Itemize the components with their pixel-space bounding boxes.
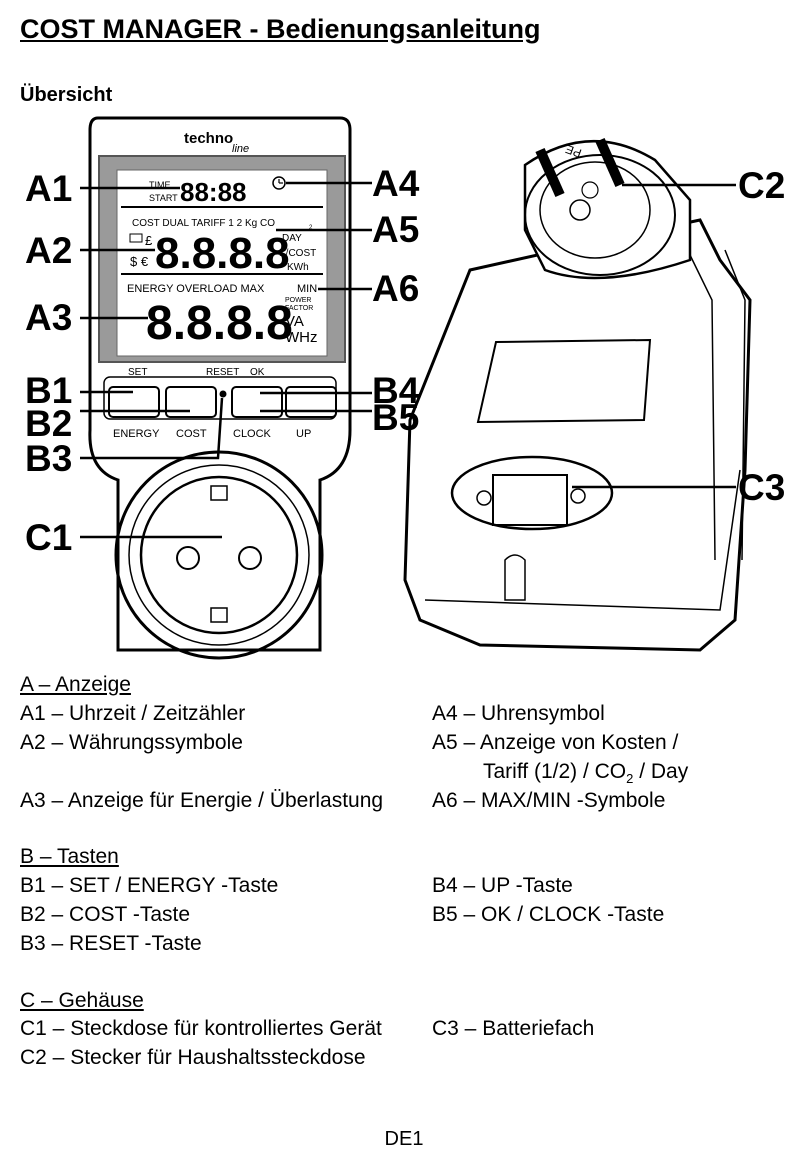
legend-a6: A6 – MAX/MIN -Symbole — [432, 789, 666, 812]
svg-text:TIME: TIME — [149, 180, 171, 190]
callout-b2: B2 — [25, 403, 72, 444]
legend-b2: B2 – COST -Taste — [20, 903, 191, 926]
svg-text:UP: UP — [296, 428, 311, 440]
callout-a5: A5 — [372, 209, 419, 250]
svg-text:SET: SET — [128, 367, 147, 378]
banknote-icon — [129, 233, 143, 243]
plug-pe-mark: PE — [564, 142, 584, 161]
brand-script: line — [232, 143, 249, 155]
front-view-labels: techno line TIME START 88:88 COST DUAL T… — [113, 130, 318, 440]
svg-text:MIN: MIN — [297, 283, 317, 295]
callout-b4: B4 — [372, 370, 420, 411]
callout-b1: B1 — [25, 370, 72, 411]
section-b-heading: B – Tasten — [20, 845, 119, 868]
set-energy-button — [108, 386, 160, 418]
overview-heading: Übersicht — [20, 84, 113, 106]
brand-logo: techno — [184, 130, 233, 147]
legend-a4: A4 – Uhrensymbol — [432, 702, 605, 725]
legend-c3: C3 – Batteriefach — [432, 1017, 595, 1040]
callout-a3: A3 — [25, 297, 72, 338]
page-number: DE1 — [384, 1128, 424, 1150]
legend-b4: B4 – UP -Taste — [432, 874, 573, 897]
callout-a4: A4 — [372, 163, 420, 204]
svg-text:POWER: POWER — [285, 297, 311, 304]
callout-labels: A1 A2 A3 A4 A5 A6 B1 B2 B3 B4 B5 C1 C2 C… — [25, 163, 785, 558]
legend-a2: A2 – Währungssymbole — [20, 731, 243, 754]
svg-text:WHz: WHz — [285, 329, 318, 346]
callout-a6: A6 — [372, 268, 419, 309]
plug — [523, 137, 692, 280]
lcd-cost-digits: 8.8.8.8 — [155, 229, 290, 278]
legend-a5: A5 – Anzeige von Kosten / — [432, 731, 679, 754]
svg-text:RESET: RESET — [206, 367, 239, 378]
svg-text:OK: OK — [250, 367, 265, 378]
legend-a5-cont: Tariff (1/2) / CO2 / Day — [483, 760, 689, 787]
callout-a2: A2 — [25, 230, 72, 271]
svg-text:CLOCK: CLOCK — [233, 428, 272, 440]
reset-button — [219, 390, 227, 398]
legend-b5: B5 – OK / CLOCK -Taste — [432, 903, 665, 926]
svg-text:COST DUAL TARIFF 1 2 Kg: COST DUAL TARIFF 1 2 Kg CO — [132, 218, 275, 229]
legend-b1: B1 – SET / ENERGY -Taste — [20, 874, 279, 897]
svg-text:START: START — [149, 193, 178, 203]
lcd-energy-digits: 8.8.8.8 — [146, 297, 293, 350]
rear-view — [403, 137, 752, 652]
callout-lines — [80, 181, 736, 539]
callout-c2: C2 — [738, 165, 785, 206]
section-a-heading: A – Anzeige — [20, 673, 131, 696]
svg-text:ENERGY OVERLOAD MAX: ENERGY OVERLOAD MAX — [127, 283, 265, 295]
clock-icon — [272, 176, 286, 190]
svg-text:COST: COST — [176, 428, 207, 440]
legend-c2: C2 – Stecker für Haushaltssteckdose — [20, 1046, 366, 1069]
device-figure: techno line TIME START 88:88 COST DUAL T… — [25, 116, 785, 660]
svg-text:£: £ — [145, 233, 153, 248]
up-button — [285, 386, 337, 418]
legend-a1: A1 – Uhrzeit / Zeitzähler — [20, 702, 246, 725]
lcd-time-digits: 88:88 — [180, 177, 247, 207]
svg-text:$ €: $ € — [130, 254, 149, 269]
outlet-socket — [114, 450, 324, 660]
legend-b3: B3 – RESET -Taste — [20, 932, 202, 955]
callout-c1: C1 — [25, 517, 72, 558]
legend-a3: A3 – Anzeige für Energie / Überlastung — [20, 789, 384, 812]
svg-text:K/COST: K/COST — [279, 248, 316, 259]
page-title: COST MANAGER - Bedienungsanleitung — [20, 14, 541, 44]
legend-c1: C1 – Steckdose für kontrolliertes Gerät — [20, 1017, 382, 1040]
svg-text:FACTOR: FACTOR — [285, 305, 313, 312]
svg-text:2: 2 — [309, 225, 313, 231]
svg-text:KWh: KWh — [287, 262, 309, 273]
section-c-heading: C – Gehäuse — [20, 989, 144, 1012]
callout-c3: C3 — [738, 467, 785, 508]
callout-a1: A1 — [25, 168, 72, 209]
svg-text:VA: VA — [285, 313, 304, 330]
svg-text:ENERGY: ENERGY — [113, 428, 160, 440]
ok-clock-button — [231, 386, 283, 418]
cost-button — [165, 386, 217, 418]
callout-b5: B5 — [372, 397, 419, 438]
callout-b3: B3 — [25, 438, 72, 479]
svg-text:DAY: DAY — [282, 233, 302, 244]
